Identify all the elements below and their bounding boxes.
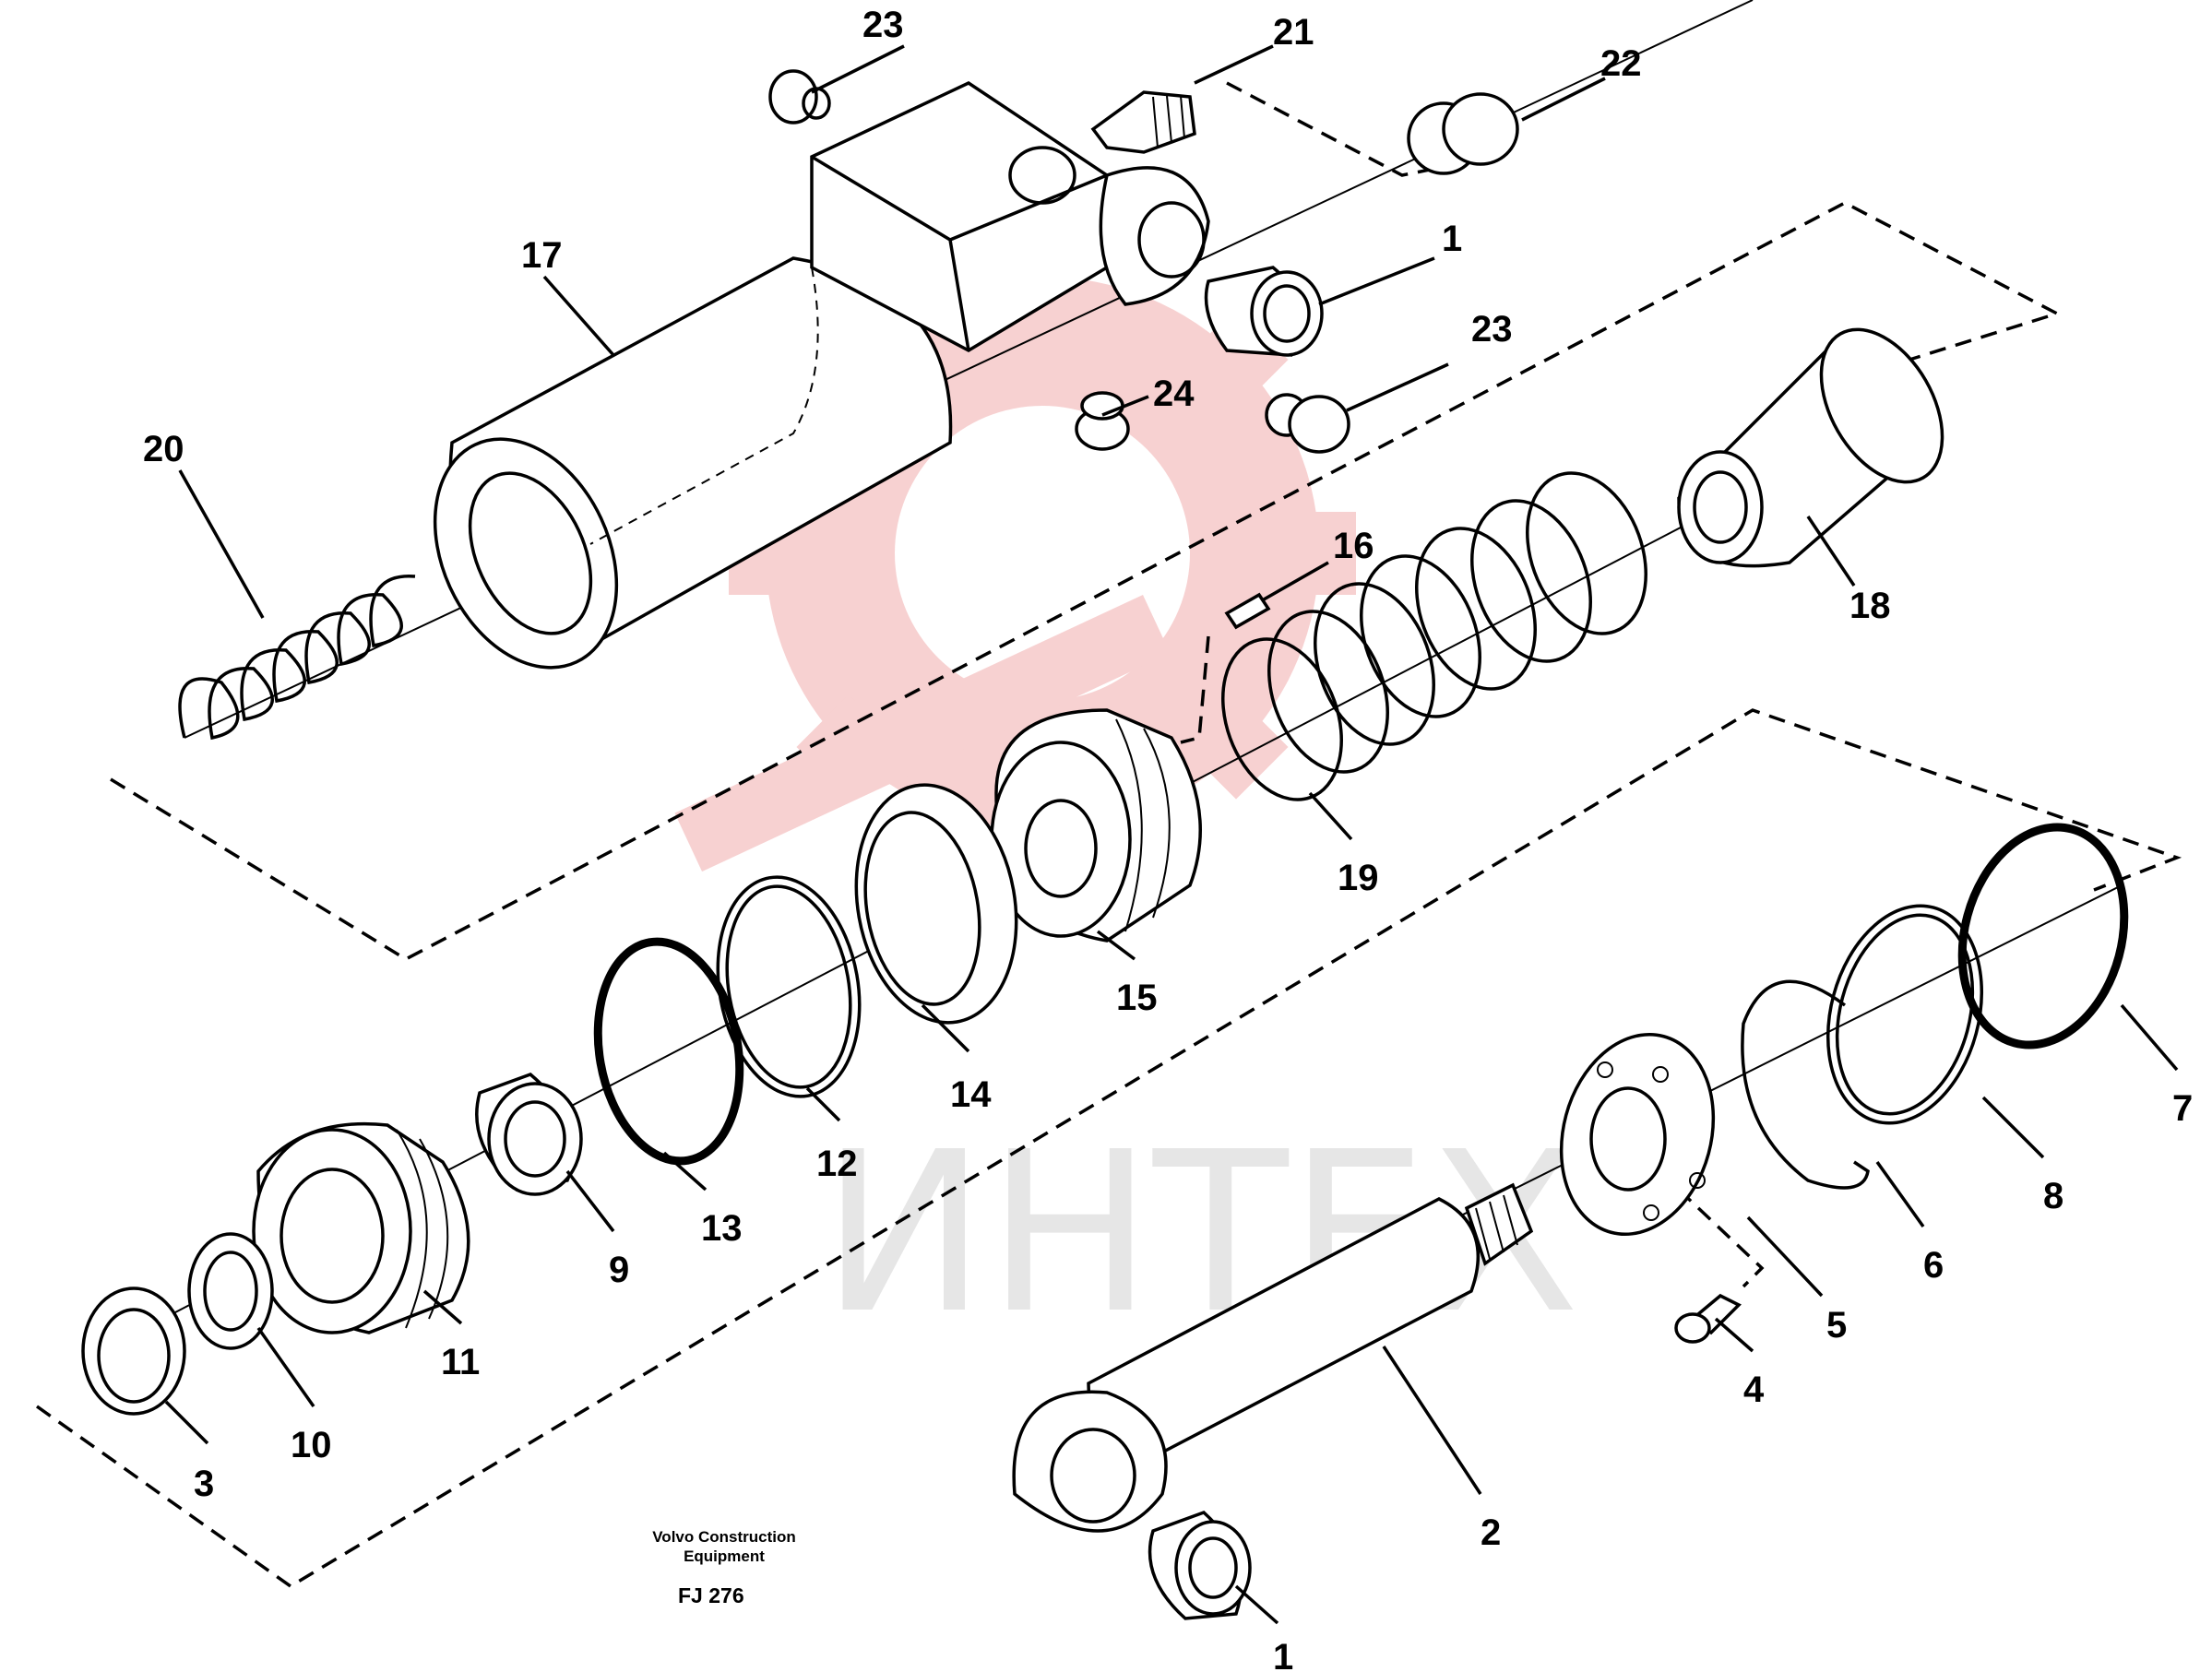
- part-label-21: 21: [1273, 12, 1314, 53]
- leader-lines: [164, 44, 2179, 1625]
- part-21-breather-nipple: [1090, 90, 1196, 154]
- part-13-backup-ring: [593, 937, 744, 1166]
- part-11-cylinder-head: [252, 1121, 470, 1334]
- part-23-plug-side: [1265, 393, 1350, 454]
- part-15-piston: [990, 708, 1202, 943]
- part-4-screw: [1674, 1293, 1742, 1344]
- part-label-7: 7: [2172, 1088, 2193, 1129]
- part-label-23-top: 23: [862, 5, 904, 45]
- part-20-spring: [178, 575, 416, 741]
- part-9-bushing: [475, 1073, 583, 1196]
- part-label-1-top: 1: [1442, 219, 1462, 259]
- part-label-10: 10: [291, 1425, 332, 1465]
- part-1-bushing-bottom: [1148, 1510, 1252, 1620]
- part-label-12: 12: [816, 1144, 858, 1184]
- part-labels: 23 21 22 17 1 23 24 20 16 18 19 15 14 12…: [143, 5, 2193, 1672]
- part-8-seal-ring: [1825, 904, 1984, 1125]
- part-7-o-ring: [1957, 823, 2129, 1049]
- part-label-24: 24: [1153, 374, 1195, 414]
- part-14-guide-ring: [854, 783, 1018, 1025]
- part-label-16: 16: [1333, 526, 1374, 566]
- part-label-15: 15: [1116, 978, 1158, 1018]
- part-label-8: 8: [2043, 1176, 2063, 1216]
- part-5-lock-plate: [1559, 1032, 1716, 1237]
- part-label-6: 6: [1923, 1245, 1944, 1286]
- part-label-18: 18: [1849, 586, 1891, 626]
- part-label-5: 5: [1826, 1305, 1847, 1346]
- part-12-seal-ring: [716, 875, 862, 1098]
- manufacturer-caption-line-1: Volvo Construction: [652, 1528, 796, 1546]
- part-2-piston-rod: [1012, 1182, 1534, 1533]
- part-18-guide-tube: [1677, 327, 1944, 568]
- part-label-3: 3: [194, 1464, 214, 1504]
- manufacturer-caption-line-2: Equipment: [684, 1547, 765, 1565]
- part-label-14: 14: [950, 1074, 992, 1115]
- part-label-23-side: 23: [1471, 309, 1513, 350]
- part-label-22: 22: [1600, 43, 1642, 84]
- part-19-spring: [1221, 471, 1647, 801]
- figure-code: FJ 276: [678, 1583, 744, 1607]
- part-label-2: 2: [1481, 1512, 1501, 1553]
- drawing-caption: Volvo Construction Equipment FJ 276: [652, 1528, 796, 1607]
- part-6-circlip: [1741, 979, 1870, 1190]
- part-label-13: 13: [701, 1208, 743, 1249]
- part-17-cylinder-barrel: [433, 80, 1210, 670]
- part-label-17: 17: [521, 235, 563, 276]
- part-1-bushing-top: [1204, 266, 1324, 357]
- part-label-9: 9: [609, 1250, 629, 1290]
- part-24-plug-small: [1075, 391, 1130, 451]
- part-3-wiper: [81, 1287, 186, 1416]
- part-10-wiper-ring: [187, 1232, 274, 1350]
- part-label-19: 19: [1338, 858, 1379, 898]
- part-label-20: 20: [143, 429, 184, 469]
- part-16-set-screw: [1224, 592, 1271, 630]
- part-22-plug: [1407, 92, 1519, 175]
- part-label-4: 4: [1743, 1370, 1765, 1410]
- part-label-11: 11: [441, 1342, 480, 1382]
- part-label-1-bottom: 1: [1273, 1637, 1293, 1672]
- part-23-plug-top: [768, 69, 831, 125]
